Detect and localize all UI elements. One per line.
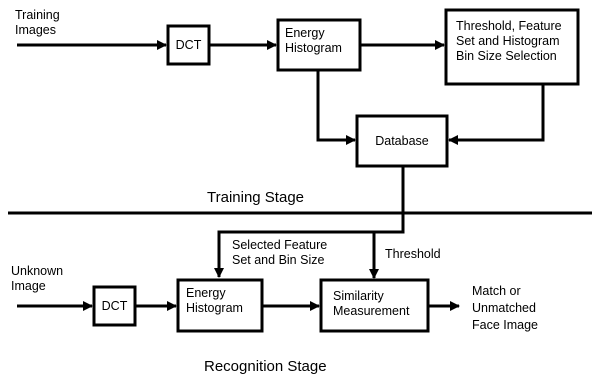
database-label: Database (375, 134, 429, 148)
recognition-stage-label: Recognition Stage (204, 358, 327, 375)
threshold-label: Threshold (385, 247, 441, 261)
training-dct-label: DCT (175, 38, 202, 52)
training-energy-histogram-label: Energy Histogram (285, 26, 342, 55)
selection-label: Threshold, Feature Set and Histogram Bin… (456, 19, 562, 63)
similarity-label: Similarity Measurement (333, 289, 410, 318)
unknown-image-label: Unknown Image (11, 264, 64, 293)
recognition-energy-histogram-label: Energy Histogram (186, 286, 243, 315)
arrow-selection-to-database (448, 84, 545, 145)
selected-feature-label: Selected Feature Set and Bin Size (232, 238, 328, 267)
training-images-label: Training Images (15, 8, 60, 37)
selection-box (444, 8, 580, 86)
training-stage-label: Training Stage (207, 189, 305, 206)
arrow-energy-to-database (316, 70, 356, 145)
output-label: Match or Unmatched Face Image (472, 284, 539, 332)
recognition-dct-label: DCT (101, 299, 128, 313)
arrow-database-to-energy-histogram (214, 166, 405, 278)
